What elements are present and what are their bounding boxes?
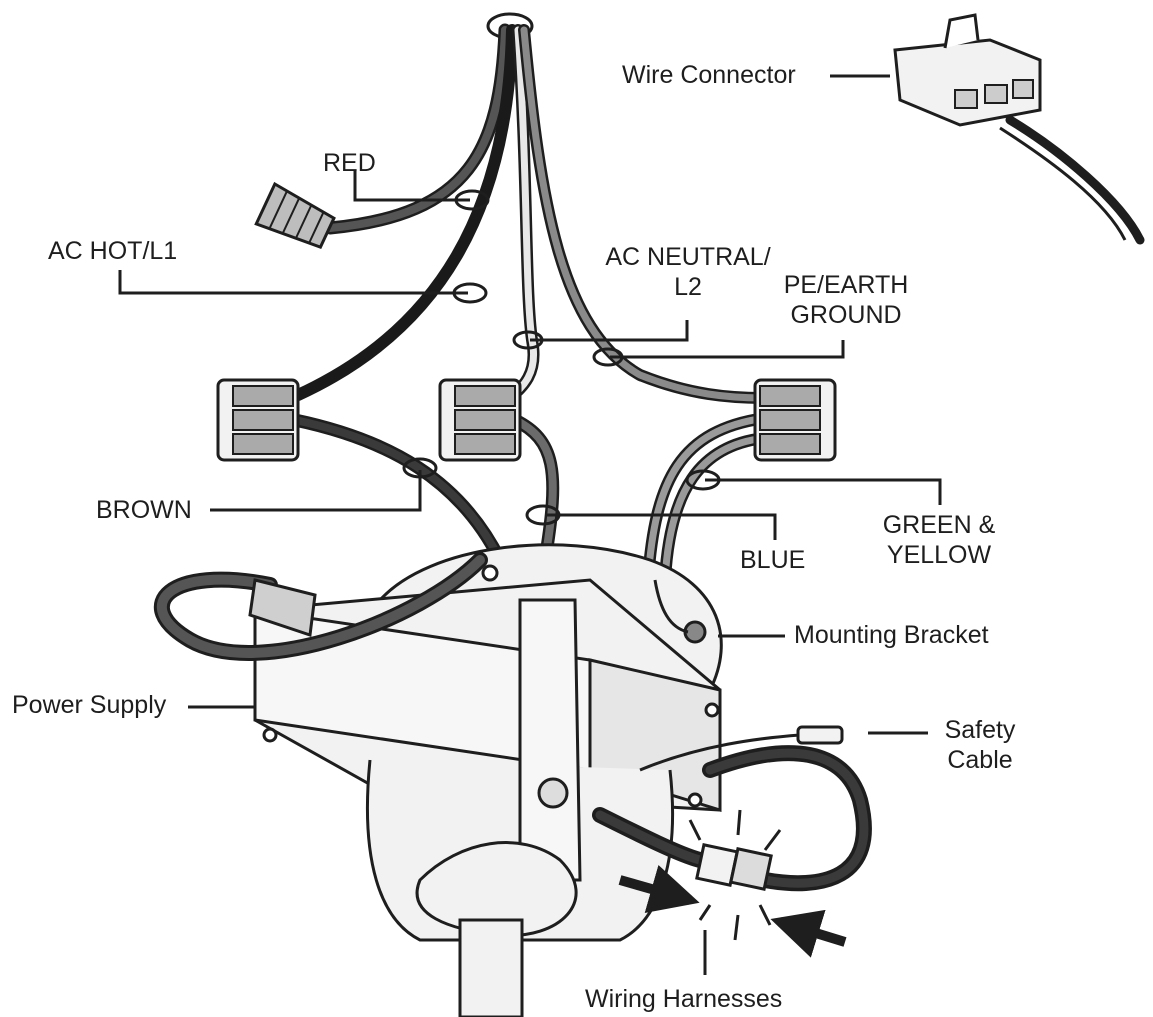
label-brown: BROWN <box>96 496 192 524</box>
label-power-supply: Power Supply <box>12 691 167 719</box>
ac-hot-wire <box>292 24 518 401</box>
label-blue: BLUE <box>740 546 806 574</box>
label-wiring-harnesses: Wiring Harnesses <box>585 985 783 1013</box>
safety-cable <box>639 733 801 772</box>
leader-brown <box>210 470 422 512</box>
label-ac-neutral-line2: L2 <box>674 273 702 301</box>
push-arrow-right <box>770 909 847 958</box>
label-wire-connector: Wire Connector <box>622 61 796 89</box>
lever-connector-right <box>753 378 837 462</box>
label-pe-earth-line1: PE/EARTH <box>783 271 909 299</box>
push-arrow-left <box>618 864 700 914</box>
harness-plugs <box>695 843 773 891</box>
label-green-yellow-line1: GREEN & <box>882 511 996 539</box>
label-safety-cable-line1: Safety <box>944 716 1016 744</box>
leader-ac-hot <box>118 270 468 295</box>
wire-connector-illustration <box>893 13 1145 245</box>
click-burst <box>688 809 782 941</box>
label-green-yellow-line2: YELLOW <box>886 541 992 569</box>
label-ac-neutral: AC NEUTRAL/ L2 <box>596 242 780 302</box>
label-green-yellow: GREEN & YELLOW <box>868 510 1010 570</box>
label-red: RED <box>323 149 376 177</box>
leader-pe-earth <box>610 340 845 359</box>
label-safety-cable-line2: Cable <box>947 746 1013 774</box>
leader-blue <box>545 513 777 540</box>
label-pe-earth-line2: GROUND <box>790 301 902 329</box>
wire-nut <box>254 181 336 250</box>
safety-cable-clip <box>796 725 844 745</box>
label-safety-cable: Safety Cable <box>925 715 1035 775</box>
leader-red <box>353 170 470 202</box>
strain-relief <box>248 578 317 638</box>
label-mounting-bracket: Mounting Bracket <box>794 621 989 649</box>
label-ac-neutral-line1: AC NEUTRAL/ <box>605 243 771 271</box>
lever-connector-middle <box>438 378 522 462</box>
lever-connector-left <box>216 378 300 462</box>
label-pe-earth: PE/EARTH GROUND <box>778 270 914 330</box>
label-ac-hot: AC HOT/L1 <box>48 237 178 265</box>
leader-green-yellow <box>705 478 942 505</box>
downrod <box>458 918 524 1017</box>
leader-ac-neutral <box>530 320 689 342</box>
